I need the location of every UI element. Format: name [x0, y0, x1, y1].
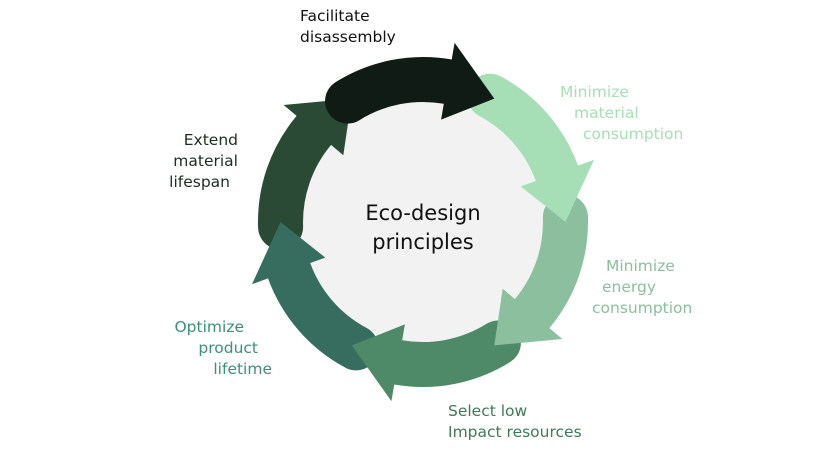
label-line: Optimize [174, 318, 244, 336]
label-extend-material-lifespan: Extend material lifespan [169, 130, 238, 193]
arrow-extend-material-lifespan [257, 98, 352, 250]
label-line: material [574, 104, 639, 122]
label-line: Minimize [606, 257, 675, 275]
arrow-select-low-impact-resources [351, 320, 521, 402]
label-line: Minimize [560, 83, 629, 101]
label-line: Impact resources [448, 423, 582, 441]
label-optimize-product-lifetime: Optimize product lifetime [174, 317, 272, 380]
label-select-low-impact: Select low Impact resources [448, 401, 582, 443]
arrow-facilitate-disassembly [325, 42, 495, 124]
label-line: consumption [592, 299, 693, 317]
arrow-minimize-material-consumption [467, 73, 594, 222]
label-line: product [198, 339, 258, 357]
label-line: disassembly [300, 28, 396, 46]
arrow-optimize-product-lifetime [252, 222, 379, 371]
label-facilitate-disassembly: Facilitate disassembly [300, 6, 396, 48]
label-line: consumption [583, 125, 684, 143]
center-title: Eco-design principles [323, 199, 523, 257]
label-minimize-energy: Minimize energy consumption [592, 256, 692, 319]
label-line: Select low [448, 402, 528, 420]
center-title-line2: principles [372, 230, 474, 254]
label-line: Extend [183, 131, 238, 149]
center-disc [301, 100, 545, 344]
label-minimize-material: Minimize material consumption [560, 82, 683, 145]
label-line: material [173, 152, 238, 170]
arrow-minimize-energy-consumption [494, 194, 589, 346]
label-line: lifespan [169, 173, 230, 191]
label-line: Facilitate [300, 7, 370, 25]
center-title-line1: Eco-design [365, 201, 481, 225]
label-line: lifetime [213, 360, 272, 378]
label-line: energy [602, 278, 657, 296]
